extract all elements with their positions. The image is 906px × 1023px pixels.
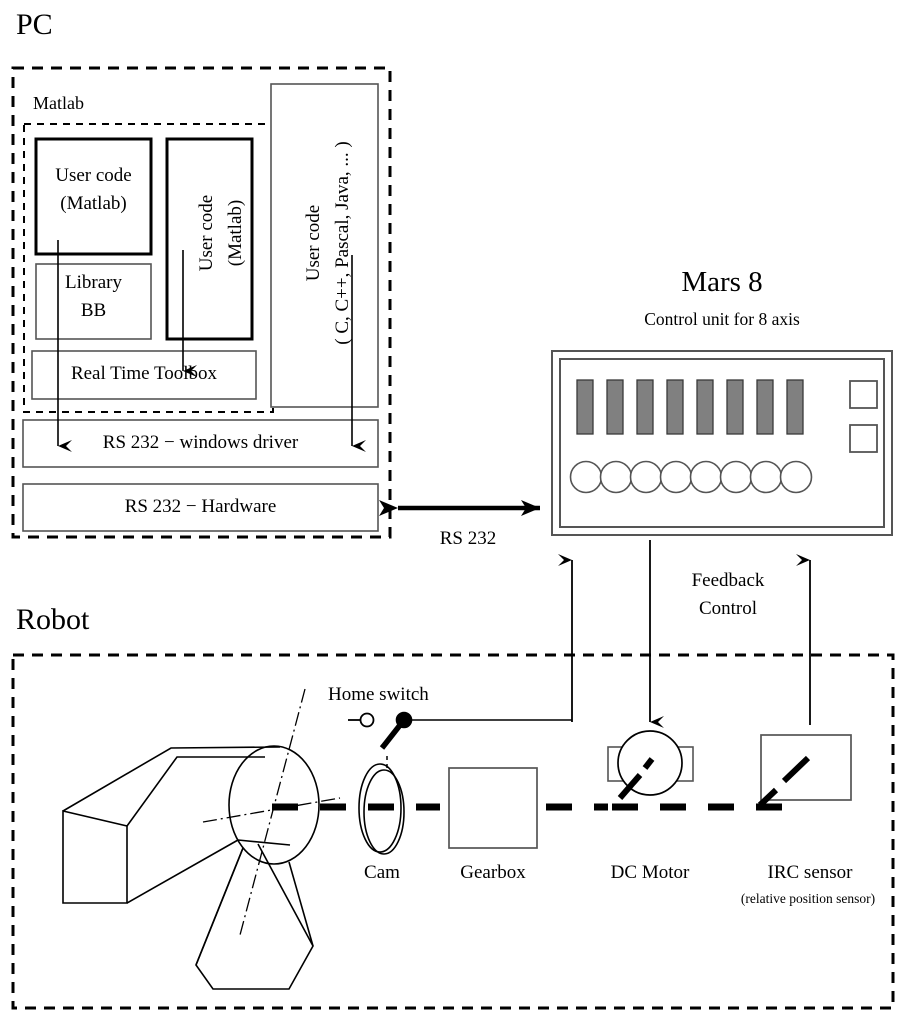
mars8-slot [636, 379, 654, 435]
mars8-connector [719, 460, 753, 494]
cam-inner-ellipse [363, 769, 405, 855]
mars8-indicator-square [849, 380, 878, 409]
mars8-connector [599, 460, 633, 494]
page-title-pc: PC [16, 8, 53, 41]
matlab-group-label: Matlab [33, 93, 84, 113]
rs232-link-label: RS 232 [439, 528, 497, 549]
feedback-label-line2: Control [698, 598, 758, 619]
library-bb-line1: Library [65, 272, 122, 293]
user-code-matlab-vertical-line2: (Matlab) [225, 199, 246, 267]
robot-arm-top-edge-2 [126, 756, 265, 827]
mars8-connector [659, 460, 693, 494]
robot-arm-top-edge [62, 746, 281, 812]
gearbox-label: Gearbox [460, 862, 526, 883]
user-code-other-vertical-line1: User code [303, 204, 324, 282]
real-time-toolbox-label: Real Time Toolbox [70, 363, 218, 384]
rs232-driver-label: RS 232 − windows driver [102, 432, 299, 453]
rs232-hardware-label: RS 232 − Hardware [124, 496, 277, 517]
mars8-slot [726, 379, 744, 435]
mars8-slot [756, 379, 774, 435]
mars8-subtitle: Control unit for 8 axis [644, 309, 800, 329]
robot-axis-tilted [239, 688, 306, 936]
mars8-connector [749, 460, 783, 494]
page-title-robot: Robot [16, 603, 90, 636]
dc-motor-label: DC Motor [610, 862, 690, 883]
robot-axis-horizontal [202, 797, 341, 823]
user-code-matlab-line1: User code [55, 165, 132, 186]
irc-sensor-label: IRC sensor [767, 862, 853, 883]
library-bb-line2: BB [80, 300, 107, 321]
home-switch-label: Home switch [328, 684, 429, 705]
cam-symbol [358, 763, 405, 855]
feedback-label-line1: Feedback [691, 570, 765, 591]
mars8-connector [779, 460, 813, 494]
home-switch-lever [379, 718, 407, 750]
robot-lower-limb [195, 843, 314, 990]
user-code-other-vertical-line2: ( C, C++, Pascal, Java, ... ) [332, 141, 353, 345]
mars8-slot [786, 379, 804, 435]
mars8-slot [666, 379, 684, 435]
mars8-indicator-square [849, 424, 878, 453]
robot-joint-ellipse [228, 745, 320, 865]
dc-motor-center-mark [642, 757, 655, 770]
robot-boundary [11, 653, 895, 1010]
mars8-connector [629, 460, 663, 494]
robot-lower-limb-edge-2 [195, 847, 244, 966]
mars8-slot [606, 379, 624, 435]
dc-motor-body [617, 730, 683, 796]
gearbox-box [448, 767, 538, 849]
mars8-slot [576, 379, 594, 435]
dc-motor-left-housing [607, 746, 639, 782]
mars8-slot-group [576, 379, 804, 435]
home-switch-closed-contact [395, 711, 413, 729]
irc-sensor-symbol [757, 734, 852, 808]
robot-arm-bottom-edge-2 [237, 839, 291, 846]
robot-lower-limb-edge [288, 861, 314, 947]
cam-outer-ellipse [358, 763, 402, 853]
mars8-slot [696, 379, 714, 435]
user-code-matlab-vertical-line1: User code [196, 194, 217, 272]
home-switch-open-contact [359, 712, 375, 728]
mars8-connector [569, 460, 603, 494]
mars8-connector [689, 460, 723, 494]
cam-label: Cam [364, 862, 400, 883]
dc-motor-symbol [607, 730, 694, 800]
mars8-inner-case [559, 358, 885, 528]
home-switch-symbol [348, 711, 572, 772]
dc-motor-brush-mark [617, 773, 643, 800]
irc-sensor-mark-inner [781, 755, 811, 784]
mars8-connector-group [569, 460, 813, 494]
irc-sensor-mark-corner [757, 787, 779, 808]
robot-arm-illustration [62, 745, 320, 990]
mars8-title: Mars 8 [681, 266, 763, 298]
irc-sensor-box [760, 734, 852, 801]
robot-axis-lines [202, 688, 341, 936]
mars8-outer-case [551, 350, 893, 536]
robot-arm-bottom-edge [126, 839, 239, 904]
dc-motor-right-housing [662, 746, 694, 782]
irc-sensor-sublabel: (relative position sensor) [740, 891, 876, 906]
robot-arm-front-face [62, 809, 128, 904]
user-code-matlab-line2: (Matlab) [60, 193, 127, 214]
